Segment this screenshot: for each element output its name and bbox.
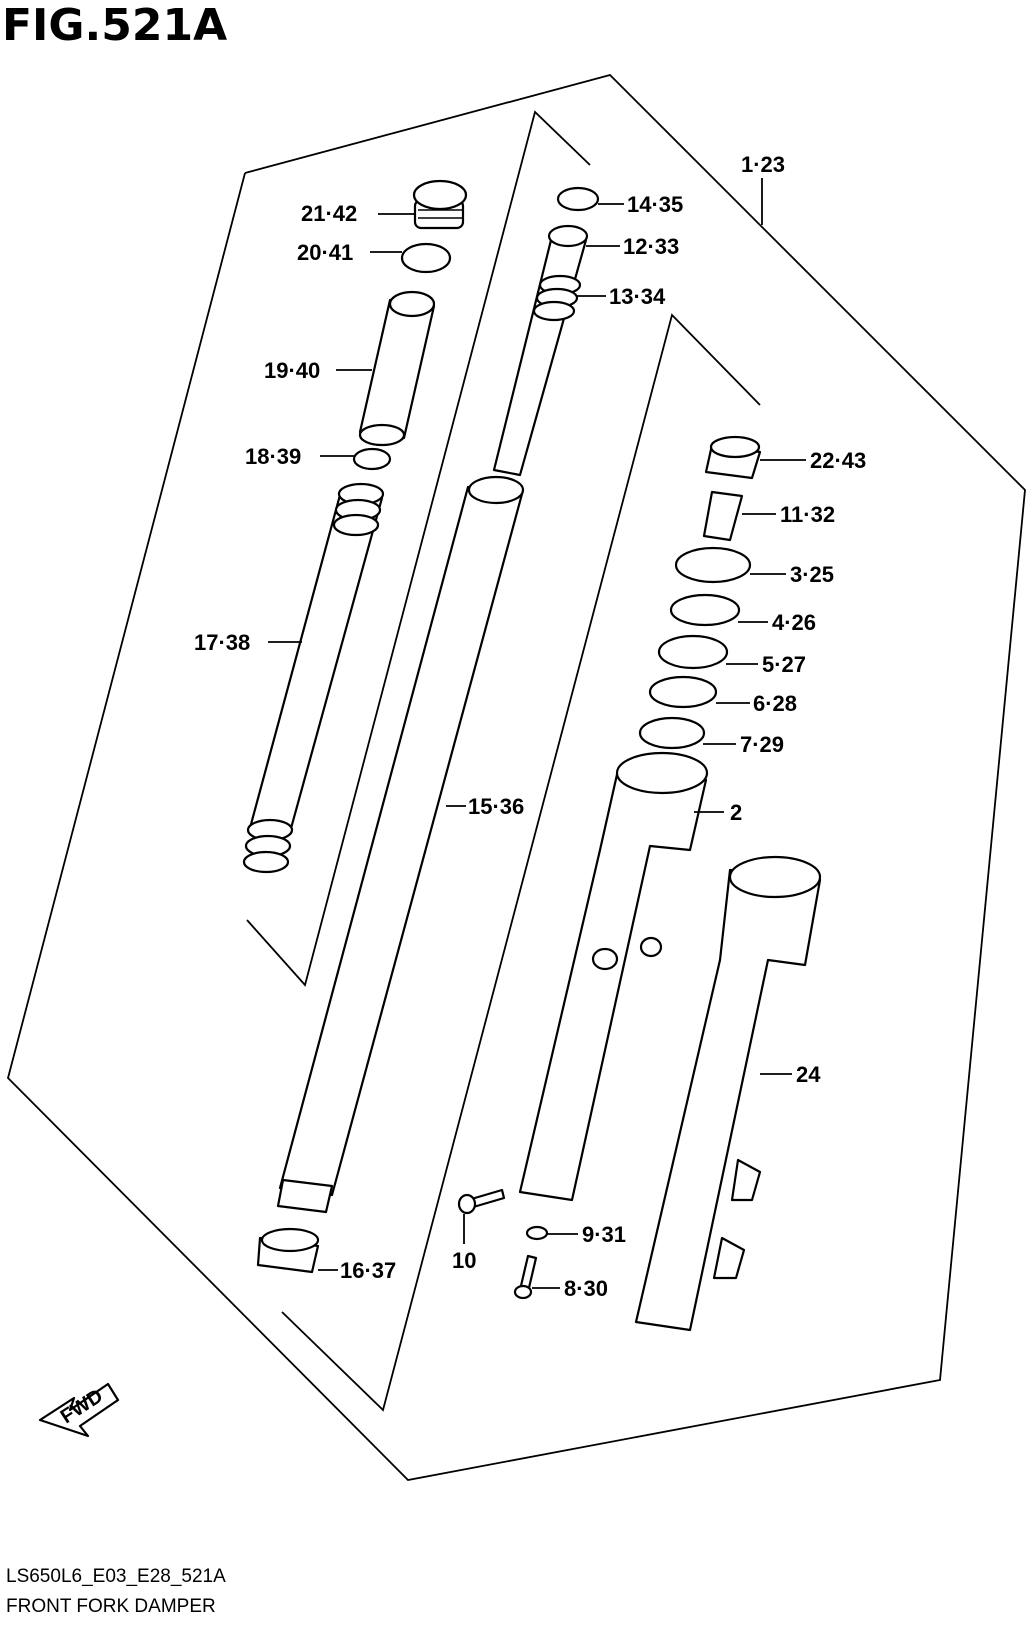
- assembly-frame-outer: [6, 73, 1026, 1481]
- callout-16-37: 16·37: [340, 1258, 396, 1283]
- guide-metal-part: [648, 675, 718, 709]
- callout-19-40: 19·40: [264, 358, 320, 383]
- gasket-part: [525, 1225, 549, 1241]
- callout-6-28: 6·28: [753, 691, 797, 716]
- drain-bolt-part: [513, 1254, 538, 1300]
- spacer-tube-part: [358, 290, 436, 447]
- outer-tube-part: [518, 751, 709, 1202]
- oil-lock-piece-part: [702, 490, 744, 542]
- callout-17-38: 17·38: [194, 630, 250, 655]
- o-ring-part: [400, 242, 452, 274]
- callout-11-32: 11·32: [780, 502, 835, 527]
- damper-rod-part: [492, 224, 589, 477]
- slide-bush-part: [638, 716, 706, 750]
- callout-15-36: 15·36: [468, 794, 524, 819]
- damper-bolt-part: [457, 1188, 506, 1215]
- cap-bolt-part: [412, 179, 468, 230]
- callout-18-39: 18·39: [245, 444, 301, 469]
- assembly-frame-inner-mid: [281, 313, 761, 1412]
- callout-10: 10: [452, 1248, 476, 1273]
- callout-21-42: 21·42: [301, 201, 357, 226]
- clip-ring-part: [669, 593, 741, 627]
- seal-washer-part: [657, 634, 729, 670]
- callout-14-35: 14·35: [627, 192, 683, 217]
- callout-3-25: 3·25: [790, 562, 834, 587]
- callout-8-30: 8·30: [564, 1276, 608, 1301]
- guide-bush-part: [256, 1227, 320, 1274]
- callout-5-27: 5·27: [762, 652, 806, 677]
- callout-22-43: 22·43: [810, 448, 866, 473]
- callout-13-34: 13·34: [609, 284, 666, 309]
- inner-tube-part: [276, 475, 525, 1214]
- figure-name: FRONT FORK DAMPER: [6, 1596, 216, 1617]
- callout-1-23: 1·23: [741, 152, 785, 177]
- assembly-frame-inner-left: [246, 110, 591, 987]
- callout-24: 24: [796, 1062, 821, 1087]
- callout-2: 2: [730, 800, 742, 825]
- outer-tube-rh-part: [634, 855, 822, 1332]
- callout-9-31: 9·31: [582, 1222, 626, 1247]
- stopper-ring-part: [556, 186, 600, 212]
- callout-7-29: 7·29: [740, 732, 784, 757]
- figure-title: FIG.521A: [2, 0, 228, 51]
- fwd-arrow-icon: FWD: [38, 1382, 120, 1438]
- dust-seal-part: [704, 435, 762, 480]
- washer-part: [352, 447, 392, 471]
- callout-20-41: 20·41: [297, 240, 353, 265]
- callout-12-33: 12·33: [623, 234, 679, 259]
- fork-spring-part: [242, 482, 385, 874]
- figure-code: LS650L6_E03_E28_521A: [6, 1566, 226, 1587]
- callout-4-26: 4·26: [772, 610, 816, 635]
- oil-seal-part: [674, 546, 752, 584]
